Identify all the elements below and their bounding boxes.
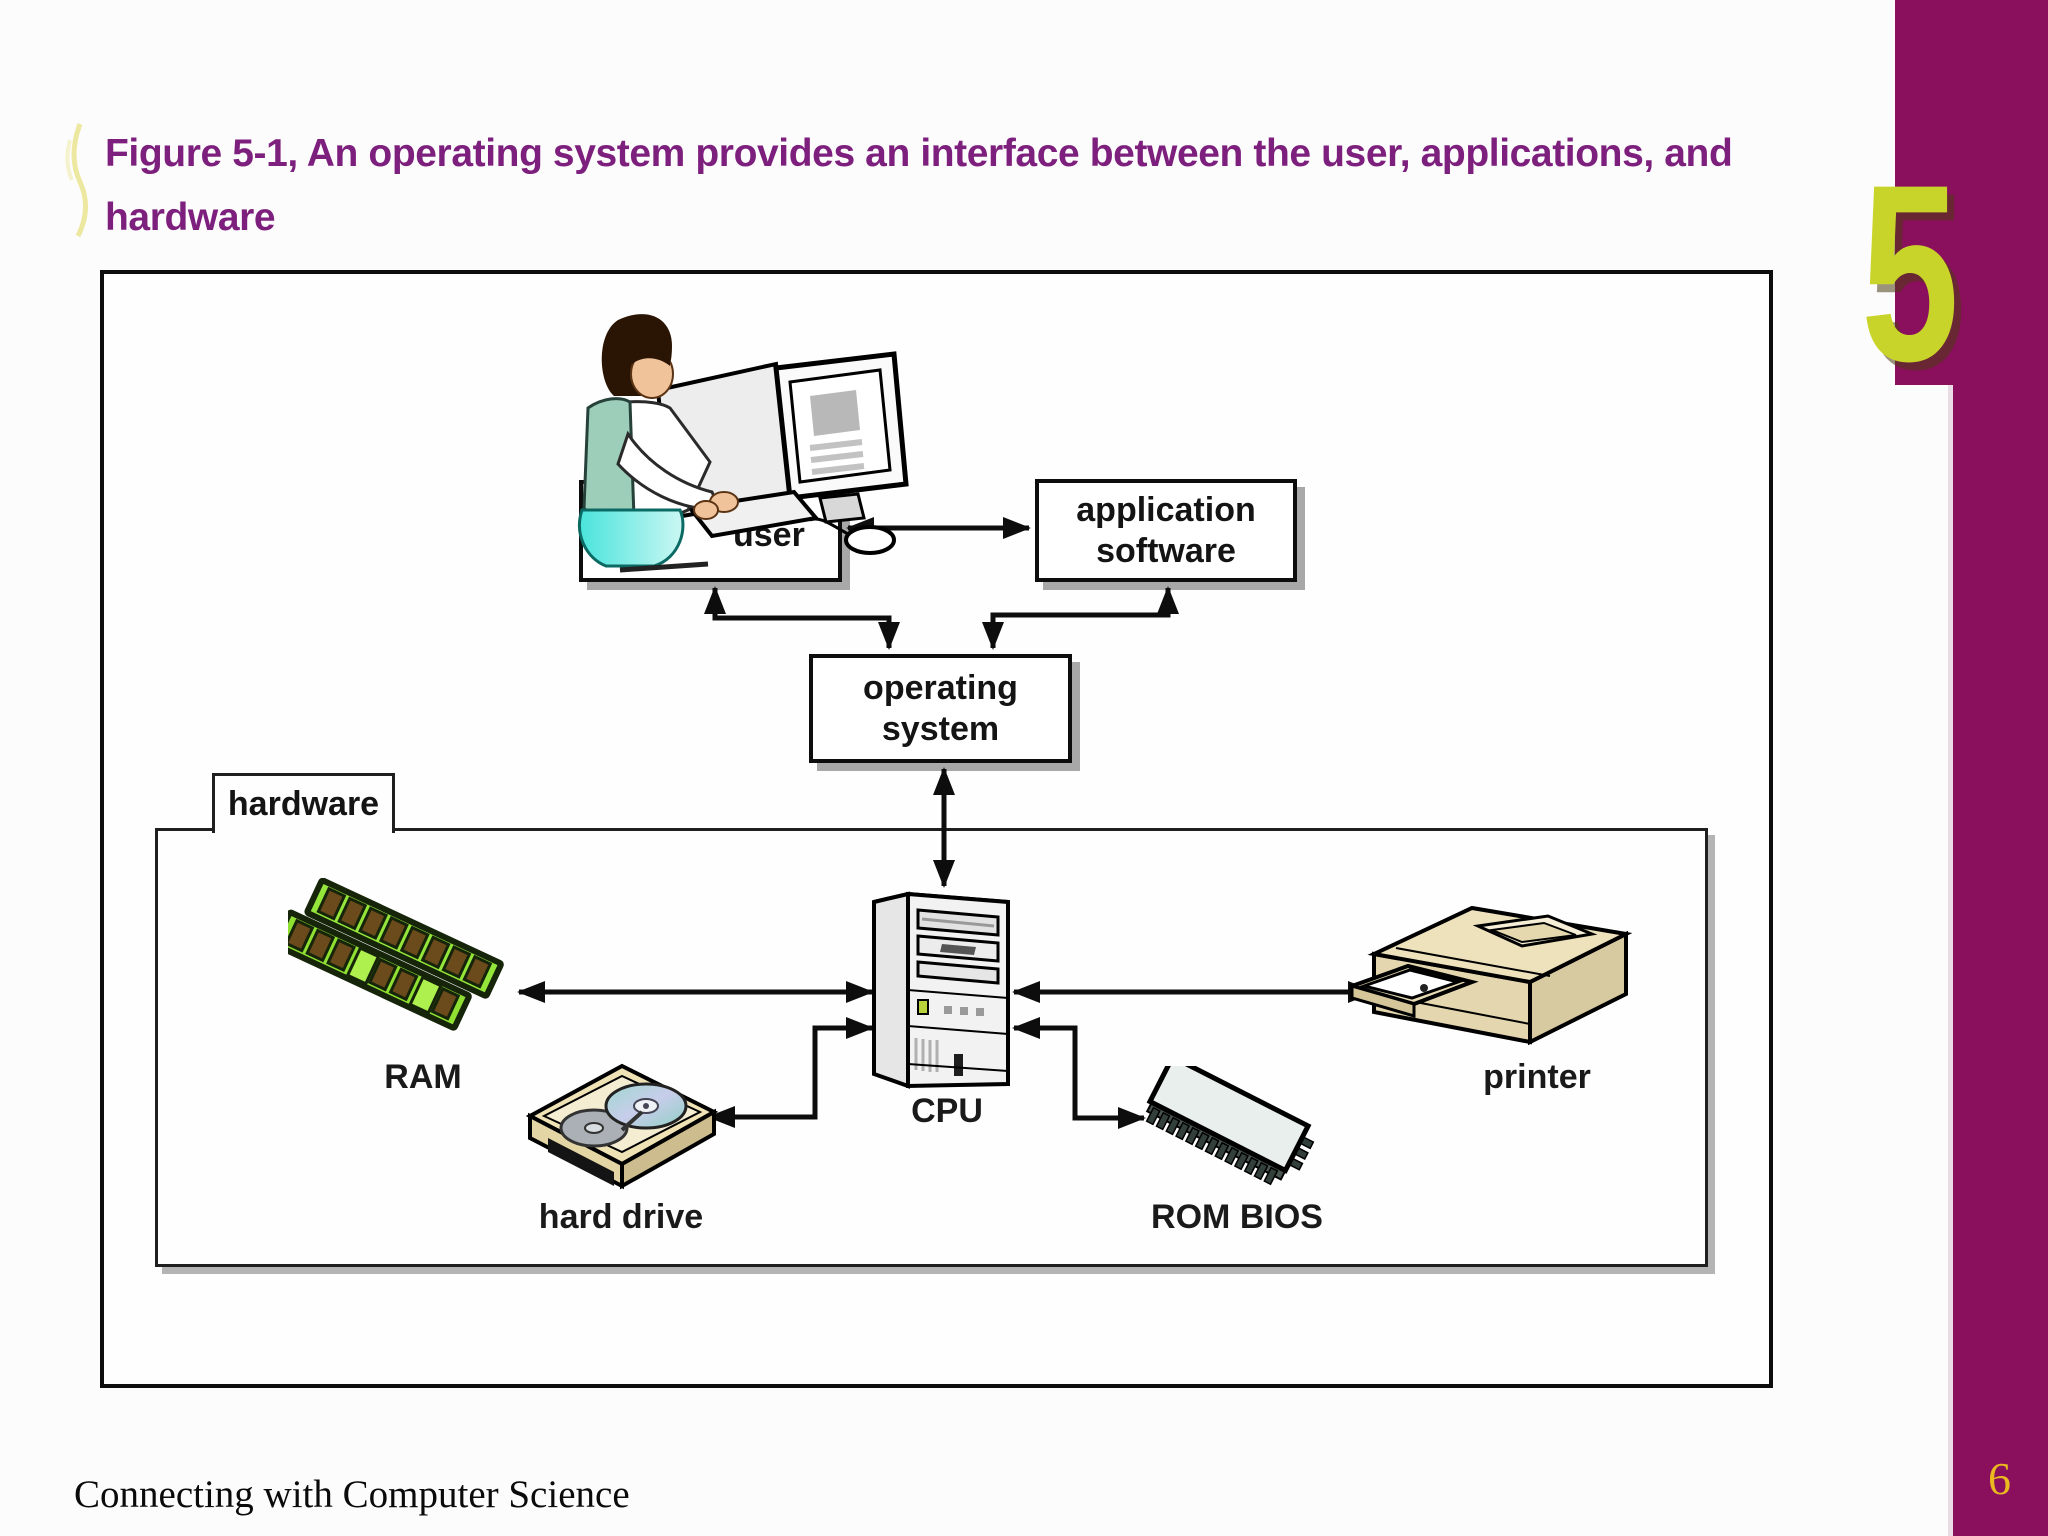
footer-book-title: Connecting with Computer Science <box>74 1473 630 1516</box>
operating-system-label-line1: operating <box>863 668 1018 707</box>
application-software-box: application software <box>1035 479 1297 582</box>
printer-clipart <box>1350 905 1633 1046</box>
hardware-label: hardware <box>227 785 380 823</box>
hardware-group-tab: hardware <box>212 773 395 833</box>
figure-caption: Figure 5-1, An operating system provides… <box>105 122 1825 250</box>
accent-top-block <box>1895 0 2048 385</box>
figure-caption-line1: Figure 5-1, An operating system provides… <box>105 132 1733 175</box>
operating-system-box: operating system <box>809 654 1072 763</box>
rom-bios-label: ROM BIOS <box>1151 1198 1323 1236</box>
figure-caption-line2: hardware <box>105 196 276 239</box>
cpu-tower-clipart <box>872 891 1010 1089</box>
user-at-computer-clipart <box>578 314 909 573</box>
ram-clipart <box>288 878 504 1031</box>
operating-system-label-line2: system <box>881 709 1000 748</box>
hard-drive-label: hard drive <box>538 1198 704 1236</box>
application-software-label-line1: application <box>1076 490 1256 529</box>
application-software-label-line2: software <box>1096 531 1236 570</box>
cpu-label: CPU <box>911 1092 983 1130</box>
hard-drive-clipart <box>525 1063 719 1190</box>
page-number: 6 <box>1988 1453 2011 1504</box>
chapter-number: 5 <box>1860 133 1960 414</box>
ram-label: RAM <box>384 1058 462 1096</box>
rom-bios-chip-clipart <box>1145 1066 1315 1186</box>
printer-label: printer <box>1483 1058 1591 1096</box>
decorative-squiggle <box>65 123 88 238</box>
